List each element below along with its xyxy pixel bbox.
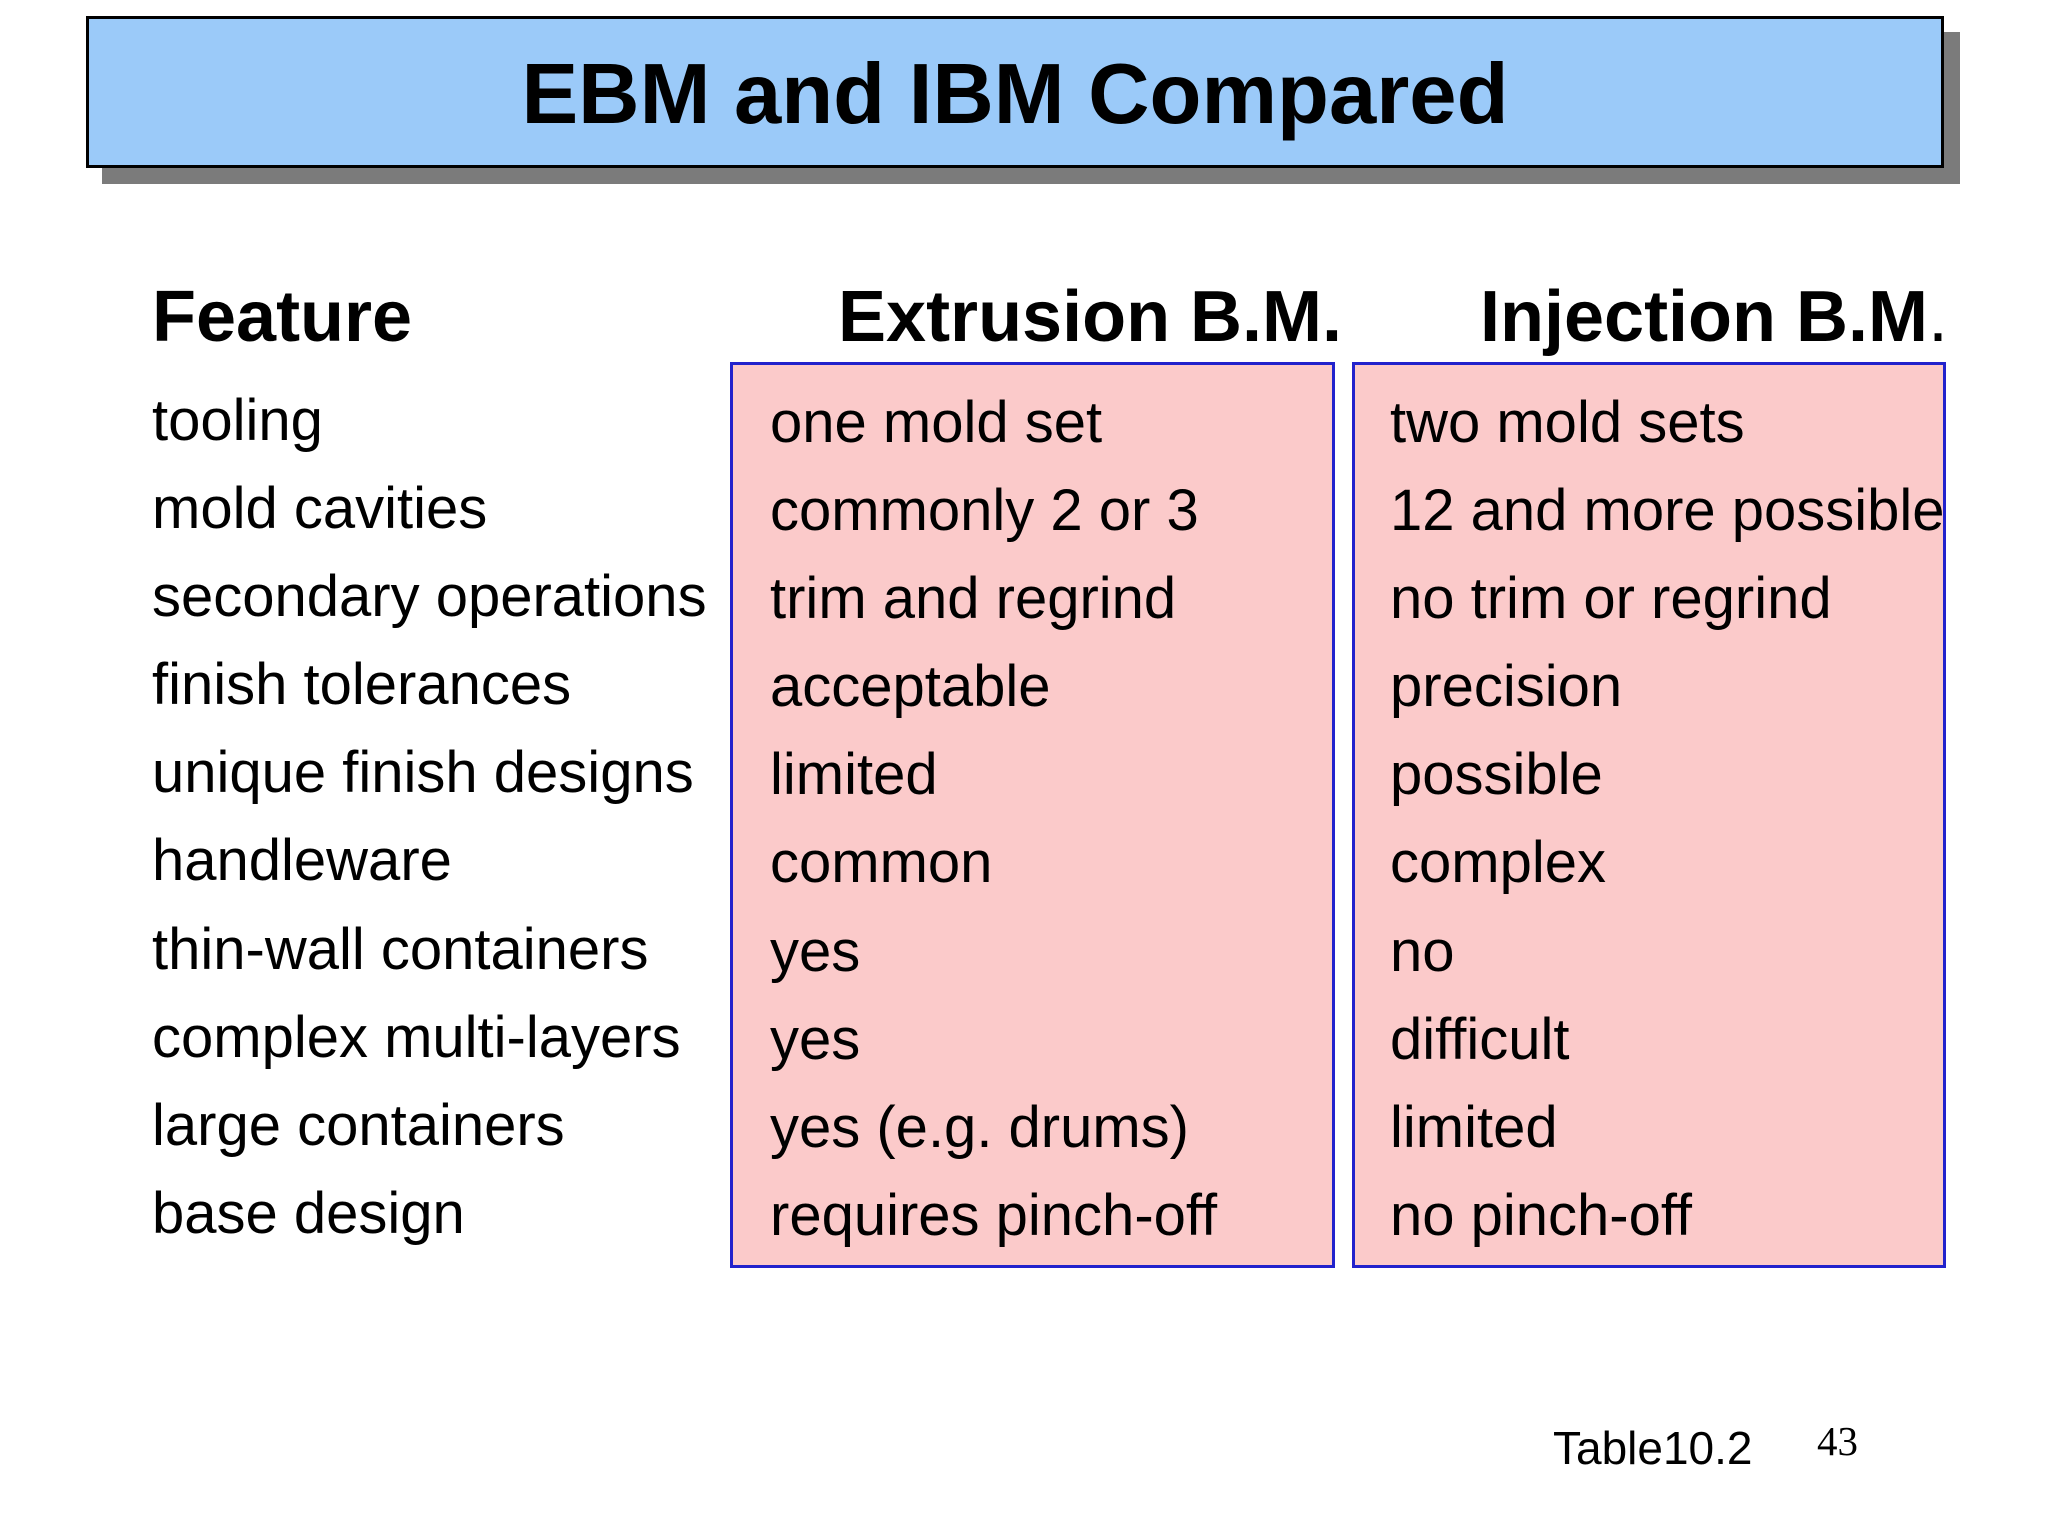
feature-label: thin-wall containers [152, 916, 649, 982]
feature-label: base design [152, 1180, 465, 1246]
extrusion-bm-value: yes [770, 918, 861, 984]
feature-label: finish tolerances [152, 652, 572, 718]
injection-bm-value: no pinch-off [1390, 1182, 1693, 1248]
feature-label: complex multi-layers [152, 1004, 681, 1070]
extrusion-bm-value: acceptable [770, 654, 1051, 720]
feature-label: handleware [152, 828, 452, 894]
column-header-injection-bm-period: . [1928, 277, 1949, 357]
feature-label: tooling [152, 388, 323, 453]
injection-bm-values-box: two mold sets 12 and more possible no tr… [1352, 362, 1946, 1268]
extrusion-bm-value: requires pinch-off [770, 1182, 1218, 1248]
injection-bm-value: limited [1390, 1094, 1558, 1160]
injection-bm-value: complex [1390, 830, 1606, 896]
column-header-injection-bm-text: Injection B.M [1480, 277, 1928, 357]
column-header-extrusion-bm: Extrusion B.M. [838, 277, 1343, 357]
page-number: 43 [1817, 1418, 1858, 1464]
extrusion-bm-value: common [770, 830, 993, 896]
column-header-injection-bm: Injection B.M. [1480, 276, 1948, 358]
injection-bm-value: possible [1390, 742, 1603, 808]
extrusion-bm-value: yes (e.g. drums) [770, 1094, 1189, 1160]
injection-bm-value: two mold sets [1390, 390, 1745, 455]
column-header-feature: Feature [152, 277, 413, 357]
injection-bm-value: no [1390, 918, 1455, 984]
extrusion-bm-value: one mold set [770, 390, 1103, 455]
feature-label: secondary operations [152, 564, 707, 630]
extrusion-bm-value: yes [770, 1006, 861, 1072]
feature-label: mold cavities [152, 476, 488, 542]
extrusion-bm-value: commonly 2 or 3 [770, 478, 1199, 544]
feature-label: large containers [152, 1092, 565, 1158]
extrusion-bm-value: limited [770, 742, 938, 808]
injection-bm-value: difficult [1390, 1006, 1570, 1072]
table-caption: Table10.2 [1553, 1422, 1753, 1474]
injection-bm-value: no trim or regrind [1390, 566, 1832, 632]
injection-bm-value: precision [1390, 654, 1623, 720]
feature-list: tooling mold cavities secondary operatio… [152, 388, 707, 1269]
extrusion-bm-values-box: one mold set commonly 2 or 3 trim and re… [730, 362, 1335, 1268]
slide-title-bar: EBM and IBM Compared [86, 16, 1944, 168]
feature-label: unique finish designs [152, 740, 694, 806]
extrusion-bm-value: trim and regrind [770, 566, 1177, 632]
slide-title: EBM and IBM Compared [521, 47, 1509, 142]
injection-bm-value: 12 and more possible [1390, 478, 1945, 544]
